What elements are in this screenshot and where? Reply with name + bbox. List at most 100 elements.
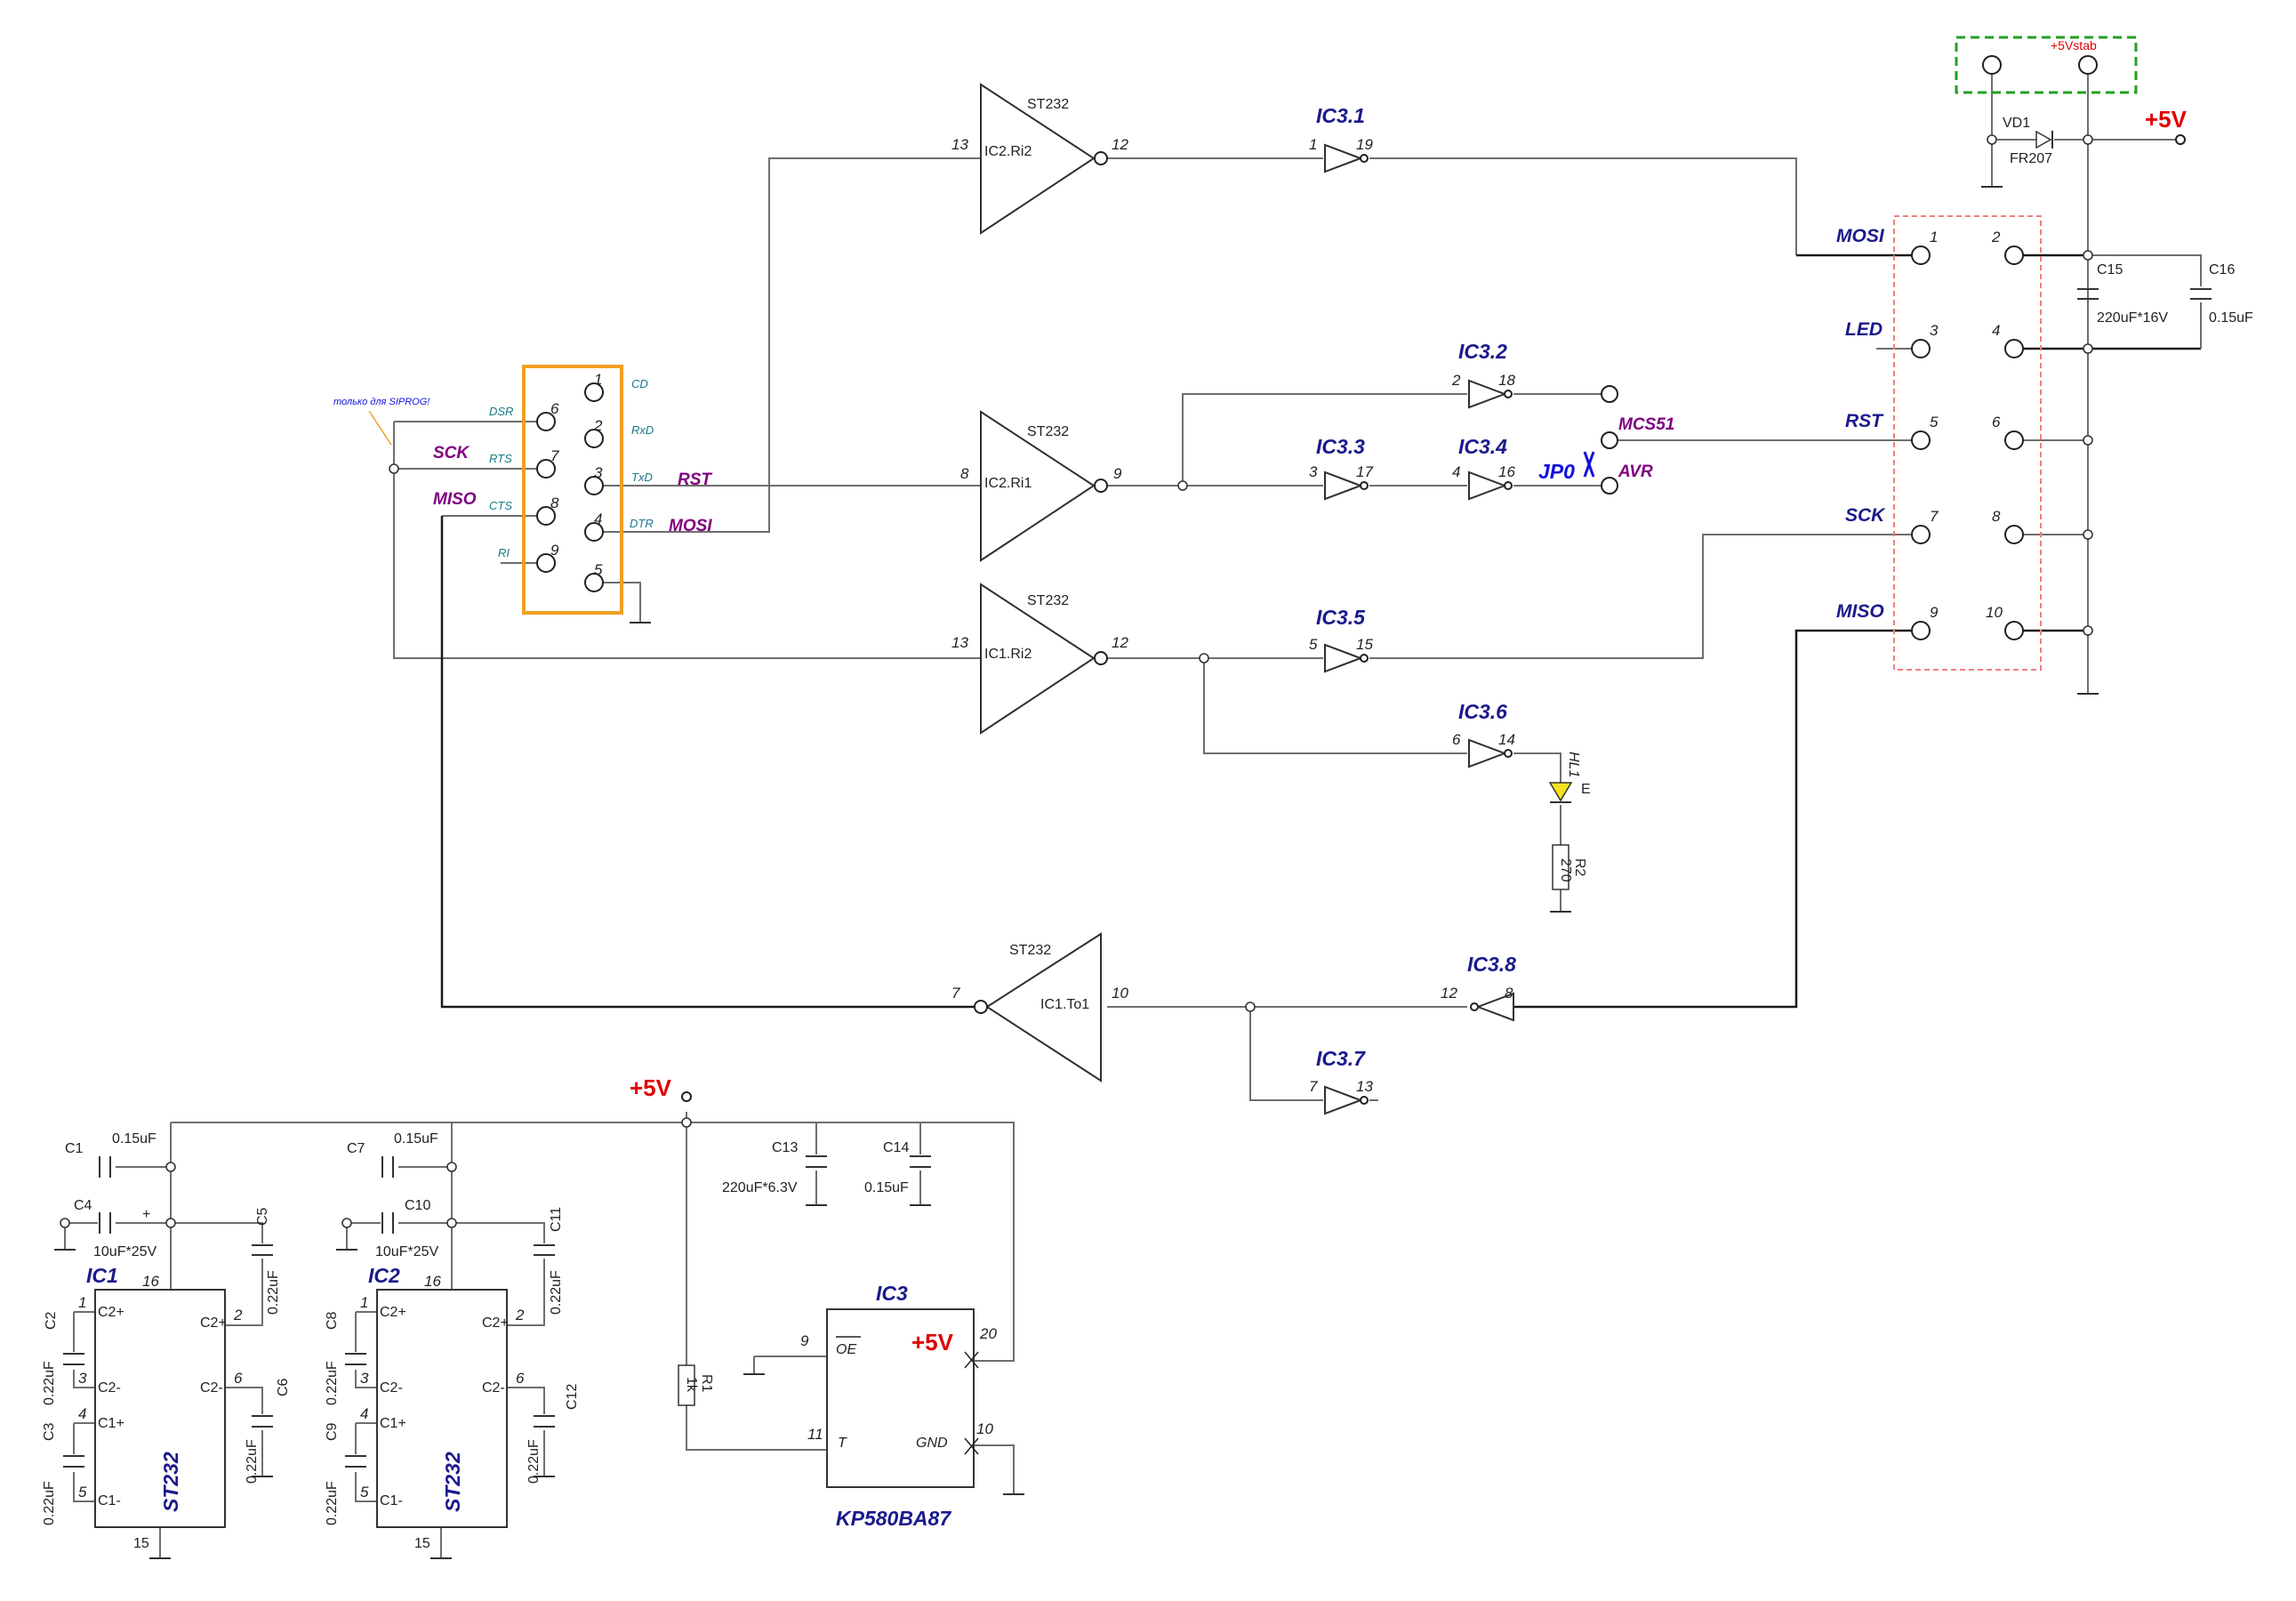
- svg-text:C15: C15: [2097, 262, 2123, 278]
- inverter-ic3-1: IC3.1 1 19: [1309, 104, 1373, 173]
- svg-text:0.22uF: 0.22uF: [549, 1270, 564, 1315]
- inverter-ic3-3: IC3.3 3 17: [1309, 435, 1373, 501]
- svg-text:C1-: C1-: [98, 1493, 121, 1508]
- svg-text:9: 9: [550, 542, 559, 559]
- svg-text:ST232: ST232: [441, 1452, 464, 1512]
- svg-text:RST: RST: [1845, 411, 1884, 431]
- svg-text:C16: C16: [2209, 262, 2235, 278]
- svg-text:20: 20: [979, 1325, 997, 1342]
- svg-text:1k: 1k: [684, 1377, 699, 1393]
- svg-text:10: 10: [976, 1420, 993, 1437]
- svg-text:C2-: C2-: [380, 1380, 403, 1396]
- svg-text:4: 4: [1452, 463, 1460, 480]
- svg-text:16: 16: [1498, 463, 1515, 480]
- svg-text:15: 15: [1356, 636, 1373, 653]
- svg-text:IC2.Ri1: IC2.Ri1: [984, 476, 1032, 491]
- svg-text:8: 8: [550, 495, 559, 511]
- svg-text:3: 3: [594, 464, 603, 481]
- svg-text:6: 6: [1992, 414, 2001, 430]
- capacitor-c15: C15 220uF*16V: [2077, 262, 2168, 326]
- svg-text:IC3.2: IC3.2: [1458, 340, 1507, 363]
- label-mosi-db9: MOSI: [669, 517, 712, 535]
- svg-text:+: +: [142, 1207, 150, 1222]
- svg-text:IC1: IC1: [86, 1264, 118, 1287]
- svg-text:3: 3: [360, 1370, 369, 1387]
- svg-text:2: 2: [1991, 229, 2001, 245]
- svg-text:RxD: RxD: [631, 423, 654, 437]
- inverter-ic3-7: IC3.7 7 13: [1309, 1047, 1373, 1115]
- svg-text:IC2.Ri2: IC2.Ri2: [984, 144, 1032, 159]
- svg-text:+5V: +5V: [2145, 106, 2188, 133]
- svg-text:OE: OE: [836, 1342, 856, 1357]
- svg-text:11: 11: [807, 1426, 823, 1443]
- svg-text:C2+: C2+: [482, 1315, 509, 1331]
- svg-text:IC3.6: IC3.6: [1458, 700, 1507, 723]
- ic3-2-output-terminal: [1601, 385, 1618, 403]
- svg-text:C2-: C2-: [482, 1380, 505, 1396]
- svg-text:C2+: C2+: [380, 1305, 406, 1320]
- svg-text:17: 17: [1356, 463, 1373, 480]
- svg-text:C1+: C1+: [98, 1416, 124, 1431]
- svg-text:C7: C7: [347, 1141, 365, 1156]
- svg-text:C4: C4: [74, 1198, 92, 1213]
- led-hl1: HL1 E: [1548, 752, 1591, 803]
- stabilizer-block: +5Vstab: [1955, 36, 2138, 94]
- wires: [64, 65, 2202, 1558]
- svg-text:MCS51: MCS51: [1618, 415, 1674, 434]
- svg-text:3: 3: [1930, 322, 1939, 339]
- svg-text:C2+: C2+: [98, 1305, 124, 1320]
- svg-text:0.22uF: 0.22uF: [526, 1439, 542, 1484]
- inverter-ic3-4: IC3.4 4 16: [1452, 435, 1515, 501]
- svg-text:270: 270: [1558, 858, 1573, 882]
- svg-text:C2+: C2+: [200, 1315, 227, 1331]
- resistor-r1: 1k R1: [678, 1364, 714, 1406]
- svg-text:T: T: [838, 1436, 847, 1451]
- svg-text:C1: C1: [65, 1141, 84, 1156]
- svg-text:AVR: AVR: [1618, 463, 1653, 481]
- svg-text:C13: C13: [772, 1140, 798, 1155]
- svg-text:IC1.To1: IC1.To1: [1040, 997, 1089, 1012]
- ic1-st232: IC1 ST232 16 15 C2+ C2- C1+ C1- C2+ C2- …: [78, 1264, 243, 1551]
- svg-text:ST232: ST232: [1027, 97, 1069, 112]
- svg-text:5: 5: [360, 1484, 369, 1500]
- svg-text:12: 12: [1441, 985, 1457, 1002]
- svg-text:7: 7: [1309, 1078, 1318, 1095]
- svg-text:0.22uF: 0.22uF: [245, 1439, 260, 1484]
- label-sck-db9: SCK: [433, 444, 470, 463]
- inverter-ic3-2: IC3.2 2 18: [1451, 340, 1515, 409]
- svg-text:IC3.8: IC3.8: [1467, 953, 1516, 976]
- svg-text:C10: C10: [405, 1198, 430, 1213]
- svg-text:10: 10: [1986, 604, 2003, 621]
- svg-text:5: 5: [78, 1484, 87, 1500]
- svg-text:CD: CD: [631, 377, 648, 390]
- svg-text:IC3.5: IC3.5: [1316, 606, 1366, 629]
- svg-text:4: 4: [78, 1405, 86, 1422]
- svg-text:C8: C8: [325, 1311, 340, 1330]
- svg-text:FR207: FR207: [2010, 151, 2052, 166]
- svg-text:8: 8: [960, 465, 969, 482]
- svg-text:2: 2: [233, 1307, 243, 1323]
- svg-text:JP0: JP0: [1538, 460, 1575, 483]
- svg-text:4: 4: [1992, 322, 2000, 339]
- svg-text:IC3.7: IC3.7: [1316, 1047, 1366, 1070]
- svg-text:C5: C5: [255, 1207, 270, 1226]
- svg-text:13: 13: [951, 136, 968, 153]
- svg-text:C1-: C1-: [380, 1493, 403, 1508]
- svg-text:19: 19: [1356, 136, 1373, 153]
- svg-text:6: 6: [516, 1370, 525, 1387]
- svg-text:1: 1: [594, 371, 602, 388]
- svg-text:IC3.1: IC3.1: [1316, 104, 1365, 127]
- svg-text:3: 3: [78, 1370, 87, 1387]
- svg-text:10uF*25V: 10uF*25V: [93, 1244, 157, 1259]
- svg-text:VD1: VD1: [2003, 116, 2030, 131]
- svg-text:ST232: ST232: [159, 1452, 182, 1512]
- svg-text:ST232: ST232: [1027, 593, 1069, 608]
- svg-text:0.22uF: 0.22uF: [266, 1270, 281, 1315]
- svg-text:16: 16: [424, 1273, 441, 1290]
- buffer-ic1-ri2: ST232 IC1.Ri2 13 12: [951, 583, 1128, 735]
- svg-text:R1: R1: [699, 1374, 714, 1393]
- svg-text:10uF*25V: 10uF*25V: [375, 1244, 438, 1259]
- svg-text:C9: C9: [325, 1422, 340, 1441]
- svg-text:1: 1: [1309, 136, 1317, 153]
